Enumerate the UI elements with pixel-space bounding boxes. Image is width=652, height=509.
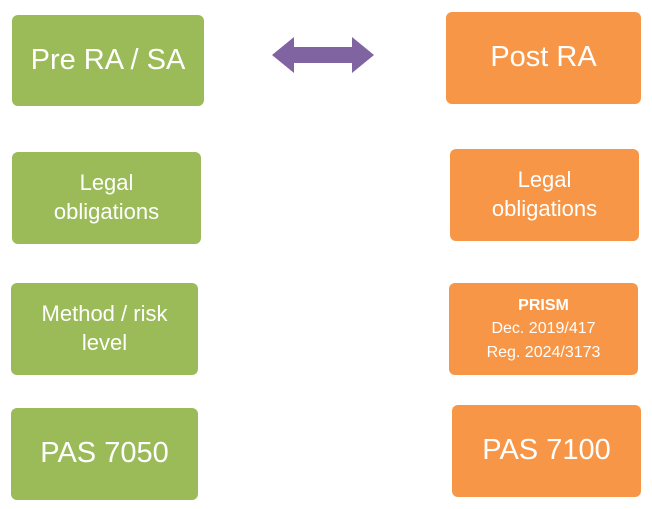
method-line2: level — [81, 330, 128, 355]
pre-ra-sa-box: Pre RA / SA — [12, 15, 204, 106]
left-legal-obligations-box: Legal obligations — [12, 152, 201, 244]
right-legal-line1: Legal — [517, 167, 572, 193]
pas-7100-label: PAS 7100 — [482, 434, 611, 467]
left-legal-line2: obligations — [53, 199, 160, 224]
prism-decision: Dec. 2019/417 — [491, 320, 596, 338]
right-legal-obligations-box: Legal obligations — [450, 149, 639, 241]
method-line1: Method / risk — [41, 301, 168, 327]
pas-7050-box: PAS 7050 — [11, 408, 198, 500]
post-ra-label: Post RA — [490, 41, 597, 74]
prism-title: PRISM — [518, 297, 569, 315]
prism-box: PRISM Dec. 2019/417 Reg. 2024/3173 — [449, 283, 638, 375]
pas-7050-label: PAS 7050 — [40, 437, 169, 470]
prism-regulation: Reg. 2024/3173 — [486, 343, 601, 361]
pas-7100-box: PAS 7100 — [452, 405, 641, 497]
right-legal-line2: obligations — [491, 196, 598, 221]
left-legal-line1: Legal — [79, 170, 134, 196]
double-headed-arrow-icon — [272, 37, 374, 73]
arrow-shape — [272, 37, 374, 73]
method-risk-level-box: Method / risk level — [11, 283, 198, 375]
pre-ra-sa-label: Pre RA / SA — [30, 43, 186, 76]
post-ra-box: Post RA — [446, 12, 641, 104]
